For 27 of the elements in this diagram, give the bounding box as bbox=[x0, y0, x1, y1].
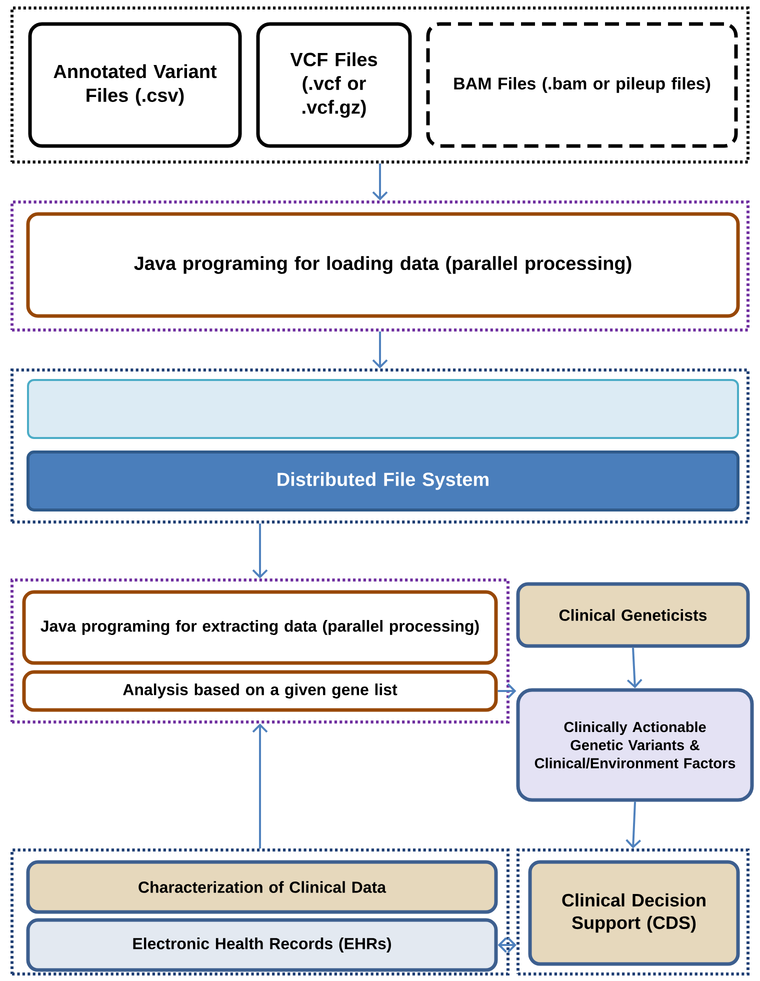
arrow bbox=[498, 937, 516, 953]
process-box: Characterization of Clinical Data bbox=[26, 860, 498, 914]
process-box: BAM Files (.bam or pileup files) bbox=[426, 22, 738, 148]
process-box: Clinical Geneticists bbox=[516, 582, 750, 648]
arrow bbox=[372, 164, 388, 200]
group-frame bbox=[516, 848, 750, 976]
group-frame bbox=[10, 200, 750, 332]
group-frame bbox=[10, 6, 750, 164]
process-box: Annotated Variant Files (.csv) bbox=[28, 22, 242, 148]
process-box: VCF Files (.vcf or .vcf.gz) bbox=[256, 22, 412, 148]
process-box: Electronic Health Records (EHRs) bbox=[26, 918, 498, 972]
process-box: Clinical Decision Support (CDS) bbox=[528, 860, 740, 966]
storage-band: Distributed File System bbox=[26, 450, 740, 512]
arrow bbox=[252, 524, 268, 578]
arrow bbox=[498, 683, 516, 699]
arrow bbox=[372, 332, 388, 368]
arrow bbox=[626, 648, 642, 688]
process-box: Clinically Actionable Genetic Variants & Clinical/Environment Factors bbox=[516, 688, 754, 802]
group-frame bbox=[10, 578, 510, 724]
process-box: Analysis based on a given gene list bbox=[22, 670, 498, 712]
arrow bbox=[626, 802, 642, 848]
group-frame bbox=[10, 368, 750, 524]
group-frame bbox=[10, 848, 510, 976]
process-box: Java programing for extracting data (parallel processing) bbox=[22, 590, 498, 665]
process-box: Java programing for loading data (parallel processing) bbox=[26, 212, 740, 318]
arrow bbox=[252, 724, 268, 848]
storage-band bbox=[27, 379, 739, 439]
